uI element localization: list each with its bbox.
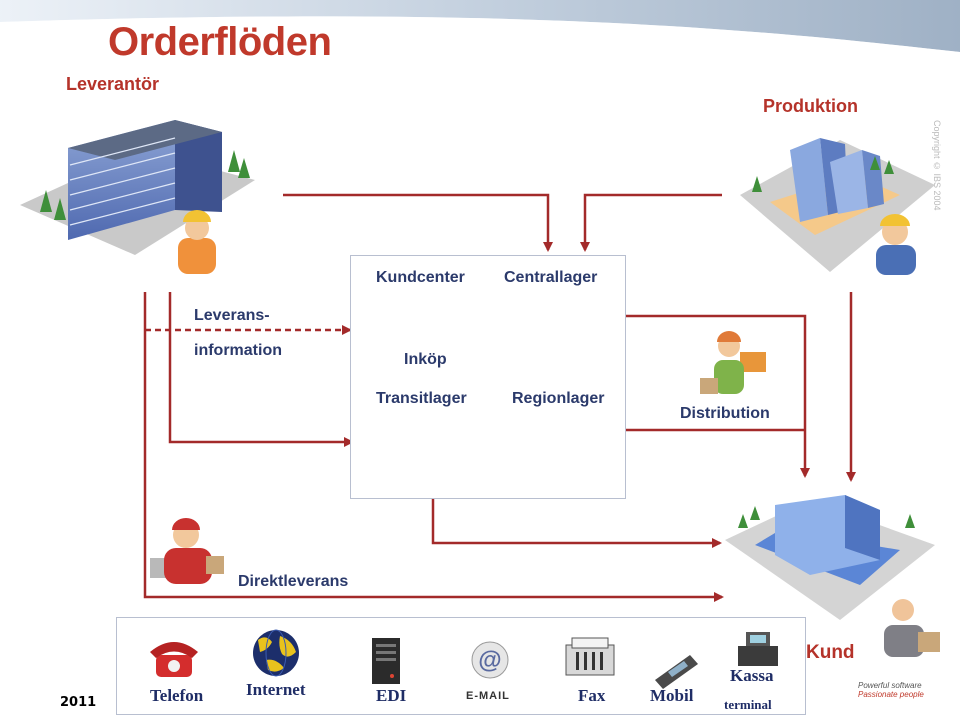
arrow-supplier-to-transitlager xyxy=(168,292,354,447)
label-direct-delivery: Direktleverans xyxy=(238,573,349,590)
label-regionlager: Regionlager xyxy=(512,390,605,407)
delivery-driver-icon xyxy=(150,518,224,584)
arrow-direct-delivery xyxy=(143,292,724,602)
label-inkop: Inköp xyxy=(404,351,447,368)
header-swoosh xyxy=(0,0,960,58)
arrow-centrallager-to-customer xyxy=(626,314,810,478)
production-building-icon xyxy=(740,138,935,272)
copyright-text: Copyright © IBS 2004 xyxy=(932,120,942,211)
channel-telefon: Telefon xyxy=(150,686,204,705)
channel-mobil: Mobil xyxy=(650,686,694,705)
channel-edi: EDI xyxy=(376,686,407,705)
channel-fax: Fax xyxy=(578,686,606,705)
footer-tagline-2: Passionate people xyxy=(858,690,924,699)
arrow-supplier-to-centrallager xyxy=(283,193,553,252)
footer-tagline-1: Powerful software xyxy=(858,681,922,690)
label-transitlager: Transitlager xyxy=(376,390,467,407)
channel-email: E-MAIL xyxy=(466,690,510,702)
arrow-transitlager-to-customer xyxy=(431,498,722,548)
section-customer: Kund xyxy=(806,642,855,663)
channel-kassa: Kassa xyxy=(730,666,774,685)
section-production: Produktion xyxy=(763,96,858,116)
customer-building-icon xyxy=(725,495,935,620)
supplier-building-icon xyxy=(20,120,255,255)
channels-panel xyxy=(116,617,806,715)
production-worker-icon xyxy=(876,214,916,275)
supplier-worker-icon xyxy=(178,210,216,274)
flow-arrows xyxy=(143,193,856,602)
label-delivery-info-2: information xyxy=(194,342,282,359)
label-distribution: Distribution xyxy=(680,405,770,422)
distribution-worker-icon xyxy=(700,331,766,394)
arrow-production-to-centrallager xyxy=(580,193,722,252)
footer-year: 2011 xyxy=(60,695,97,710)
channel-terminal: terminal xyxy=(724,697,772,712)
warehouse-box xyxy=(350,255,626,499)
page-title: Orderflöden xyxy=(108,20,332,64)
channel-internet: Internet xyxy=(246,680,306,699)
label-kundcenter: Kundcenter xyxy=(376,269,465,286)
customer-person-icon xyxy=(884,599,940,657)
section-supplier: Leverantör xyxy=(66,74,160,94)
label-centrallager: Centrallager xyxy=(504,269,598,286)
label-delivery-info-1: Leverans- xyxy=(194,307,270,324)
